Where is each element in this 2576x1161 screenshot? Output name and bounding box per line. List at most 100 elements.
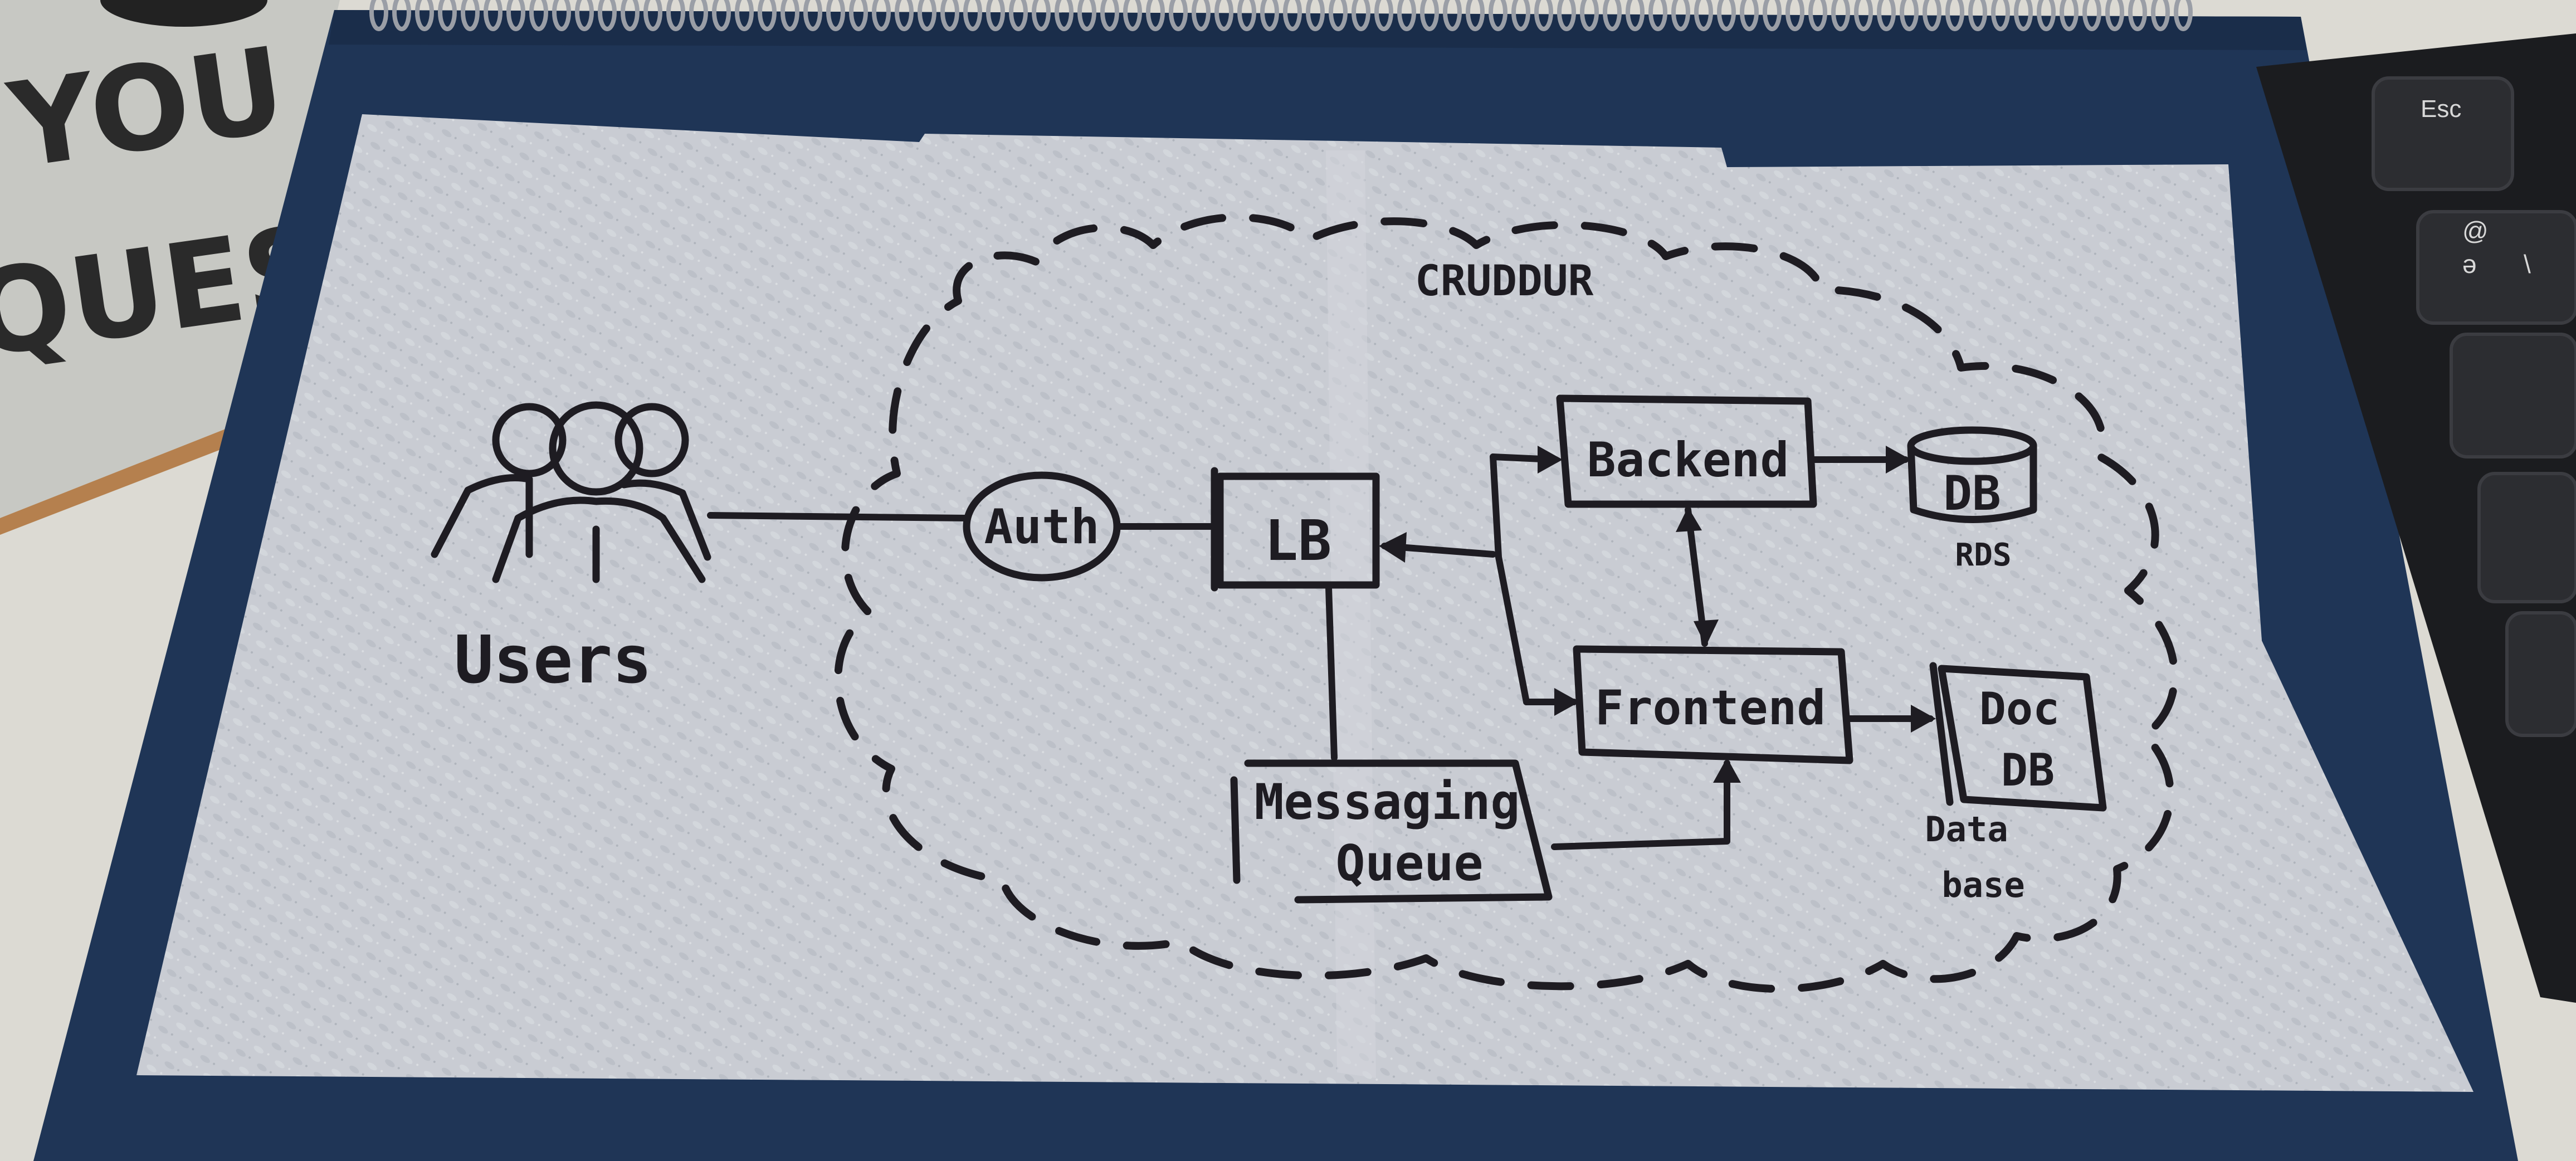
spiral-ring — [1352, 0, 1370, 31]
arrowhead-queue-frontend — [1713, 758, 1741, 783]
key-row-3 — [2450, 333, 2576, 458]
spiral-ring — [803, 0, 822, 31]
arrowhead-db — [1886, 446, 1911, 474]
arrowhead-frontend-down — [1694, 619, 1719, 646]
docdb-label-line2: DB — [2001, 744, 2055, 796]
spiral-ring — [484, 0, 502, 31]
spiral-ring — [2037, 0, 2056, 31]
arrowhead-docdb — [1911, 705, 1936, 733]
lb-label: LB — [1265, 508, 1331, 573]
spiral-ring — [1740, 0, 1759, 31]
users-label: Users — [454, 621, 652, 698]
spiral-ring — [1466, 0, 1485, 31]
spiral-ring — [529, 0, 548, 31]
spiral-ring — [621, 0, 640, 31]
spiral-ring — [1534, 0, 1553, 31]
spiral-ring — [780, 0, 799, 31]
spiral-ring — [872, 0, 891, 31]
arrowhead-backend-up — [1676, 507, 1702, 532]
spiral-ring — [1100, 0, 1119, 31]
backend-node: Backend — [1556, 394, 1817, 508]
spiral-ring — [1306, 0, 1325, 31]
spiral-ring — [735, 0, 754, 31]
arrowhead-backend — [1538, 446, 1563, 474]
queue-label-line1: Messaging — [1255, 773, 1520, 831]
spiral-ring — [369, 0, 388, 31]
architecture-diagram: CRUDDUR Users Auth LB — [431, 213, 2179, 993]
spiral-ring — [2060, 0, 2079, 31]
spiral-ring — [1991, 0, 2010, 31]
cloud-boundary — [834, 213, 2179, 993]
key-row-4 — [2477, 472, 2576, 603]
edge-queue-frontend — [1551, 760, 1730, 850]
auth-label: Auth — [984, 499, 1099, 555]
auth-node: Auth — [963, 471, 1121, 582]
spiral-ring — [1626, 0, 1645, 31]
frontend-label: Frontend — [1595, 680, 1826, 736]
spiral-ring — [1671, 0, 1690, 31]
spiral-ring — [1397, 0, 1416, 31]
key-at-label: @ — [2462, 216, 2489, 245]
lb-node: LB — [1211, 467, 1380, 592]
spiral-ring — [1237, 0, 1256, 31]
arrowhead-lb — [1379, 532, 1407, 563]
spiral-ring — [1694, 0, 1713, 31]
edge-bus-vertical — [1490, 453, 1530, 705]
spiral-ring — [849, 0, 868, 31]
spiral-ring — [598, 0, 617, 31]
spiral-ring — [895, 0, 914, 31]
messaging-queue-node: Messaging Queue — [1230, 759, 1553, 904]
spiral-ring — [1214, 0, 1233, 31]
spiral-ring — [1077, 0, 1096, 31]
spiral-ring — [666, 0, 685, 31]
spiral-ring — [1329, 0, 1348, 31]
spiral-ring — [1717, 0, 1736, 31]
spiral-ring — [963, 0, 982, 31]
key-row-5 — [2505, 611, 2576, 737]
spiral-ring — [1123, 0, 1142, 31]
db-caption: RDS — [1955, 537, 2011, 573]
spiral-ring — [826, 0, 845, 31]
spiral-ring — [1763, 0, 1782, 31]
spiral-ring — [1489, 0, 1507, 31]
spiral-ring — [1169, 0, 1188, 31]
spiral-ring — [1785, 0, 1804, 31]
docdb-caption-line1: Data — [1925, 809, 2008, 850]
arrowhead-frontend — [1554, 688, 1579, 716]
key-schwa-label: ə — [2462, 250, 2477, 279]
key-at — [2416, 210, 2576, 325]
spiral-ring — [689, 0, 708, 31]
edge-lb-queue — [1325, 584, 1338, 761]
spiral-ring — [940, 0, 959, 31]
spiral-ring — [712, 0, 731, 31]
spiral-ring — [575, 0, 594, 31]
spiral-ring — [392, 0, 411, 31]
spiral-ring — [552, 0, 571, 31]
arrowheads — [1379, 446, 1936, 783]
spiral-ring — [1854, 0, 1873, 31]
spiral-ring — [1945, 0, 1964, 31]
spiral-ring — [1283, 0, 1302, 31]
docdb-node: Doc DB Data base — [1925, 662, 2107, 905]
db-label: DB — [1943, 466, 2001, 521]
spiral-ring — [1580, 0, 1599, 31]
spiral-ring — [2082, 0, 2101, 31]
boundary-label: CRUDDUR — [1415, 256, 1594, 305]
key-esc — [2372, 76, 2514, 191]
spiral-ring — [758, 0, 777, 31]
spiral-ring — [1831, 0, 1850, 31]
spiral-ring — [1557, 0, 1576, 31]
spiral-ring — [1374, 0, 1393, 31]
spiral-ring — [2014, 0, 2033, 31]
docdb-caption-line2: base — [1941, 865, 2024, 905]
spiral-ring — [461, 0, 480, 31]
spiral-ring — [1260, 0, 1279, 31]
db-node: DB RDS — [1907, 426, 2037, 573]
spiral-ring — [1055, 0, 1074, 31]
spiral-ring — [1032, 0, 1051, 31]
spiral-ring — [986, 0, 1005, 31]
spiral-ring — [1877, 0, 1896, 31]
spiral-ring — [1900, 0, 1919, 31]
key-backslash-label: \ — [2524, 250, 2531, 279]
